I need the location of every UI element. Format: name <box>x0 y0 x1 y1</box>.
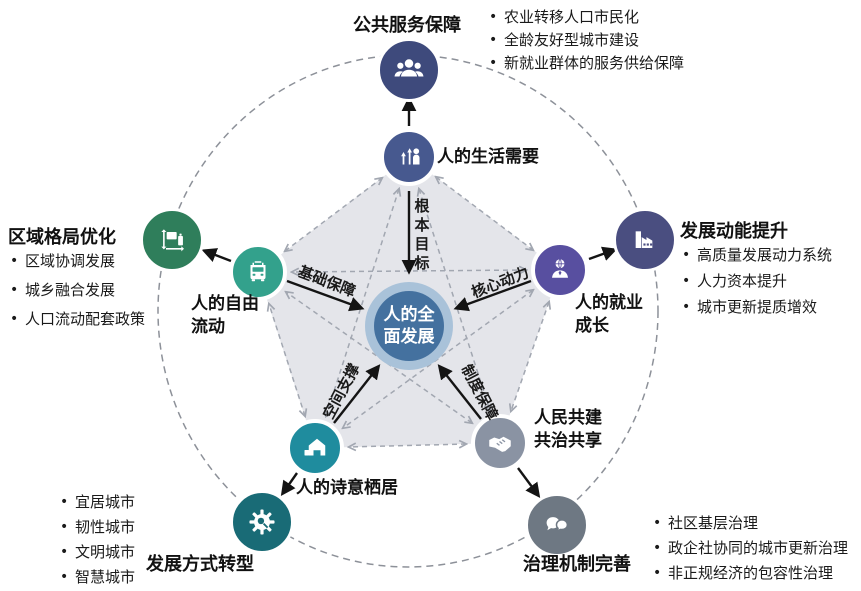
label-life-needs: 人的生活需要 <box>437 147 539 167</box>
house-icon <box>304 438 326 456</box>
bullet-item: 人力资本提升 <box>680 268 832 294</box>
arrow-label-root-goal: 根本目标 <box>414 197 430 272</box>
arrow-dwelling-to-transform <box>280 472 298 497</box>
bullets-regional-pattern: 区域协调发展 城乡融合发展 人口流动配套政策 <box>8 247 145 334</box>
label-poetic-dwelling: 人的诗意栖居 <box>296 478 398 498</box>
node-life-needs <box>380 128 438 186</box>
bullet-item: 韧性城市 <box>58 515 135 540</box>
person-chart-icon <box>401 148 420 165</box>
bullet-item: 智慧城市 <box>58 565 135 590</box>
bullets-development-momentum: 高质量发展动力系统 人力资本提升 城市更新提质增效 <box>680 242 832 320</box>
node-poetic-dwelling <box>286 419 344 477</box>
node-public-services <box>377 38 441 102</box>
bullet-item: 人口流动配套政策 <box>8 305 145 334</box>
header-governance-mechanism: 治理机制完善 <box>523 554 631 575</box>
node-co-governance <box>471 414 529 472</box>
employment-person-icon <box>552 258 568 278</box>
bullet-item: 文明城市 <box>58 540 135 565</box>
bullet-item: 非正规经济的包容性治理 <box>651 561 848 586</box>
bullet-item: 区域协调发展 <box>8 247 145 276</box>
header-regional-pattern: 区域格局优化 <box>8 227 116 248</box>
dashed-diagonal <box>419 189 490 411</box>
node-development-momentum <box>613 208 677 272</box>
node-governance-mechanism <box>525 493 589 557</box>
bullet-item: 新就业群体的服务供给保障 <box>487 52 684 75</box>
label-free-movement: 人的自由流动 <box>191 294 259 338</box>
center-node-ring: 人的全面发展 <box>365 282 453 370</box>
bullet-item: 农业转移人口市民化 <box>487 6 684 29</box>
header-development-momentum: 发展动能提升 <box>680 221 788 242</box>
dashed-edge <box>349 444 466 447</box>
node-regional-pattern <box>140 208 204 272</box>
label-employment-growth: 人的就业成长 <box>575 293 643 337</box>
handshake-icon <box>489 436 511 452</box>
arrow-governance-to-center <box>437 364 482 420</box>
header-development-transform: 发展方式转型 <box>146 554 254 575</box>
bullet-item: 全龄友好型城市建设 <box>487 29 684 52</box>
dashed-diagonal <box>286 292 472 423</box>
factory-icon <box>635 231 653 248</box>
bullet-item: 高质量发展动力系统 <box>680 242 832 268</box>
bus-icon <box>250 261 266 282</box>
crowd-icon <box>394 59 424 77</box>
center-node-label: 人的全面发展 <box>383 304 435 347</box>
gear-icon <box>249 509 275 535</box>
node-employment-growth <box>531 241 589 299</box>
arrow-employment-to-momentum <box>588 246 618 261</box>
cart-icon <box>161 229 184 252</box>
header-public-services: 公共服务保障 <box>353 15 461 36</box>
arrow-governance-to-mechanism <box>517 467 541 498</box>
bullet-item: 城乡融合发展 <box>8 276 145 305</box>
bullet-item: 宜居城市 <box>58 490 135 515</box>
node-development-transform <box>230 490 294 554</box>
label-co-governance: 人民共建共治共享 <box>534 408 602 452</box>
bullets-development-transform: 宜居城市 韧性城市 文明城市 智慧城市 <box>58 490 135 590</box>
arrow-dwelling-to-center <box>333 364 381 424</box>
bullet-item: 城市更新提质增效 <box>680 294 832 320</box>
arrow-movement-to-regional <box>201 248 232 263</box>
arrow-employment-to-center <box>453 279 532 312</box>
node-free-movement <box>229 243 287 301</box>
bullets-public-services: 农业转移人口市民化 全龄友好型城市建设 新就业群体的服务供给保障 <box>487 6 684 75</box>
bullet-item: 政企社协同的城市更新治理 <box>651 536 848 561</box>
center-node: 人的全面发展 <box>374 291 444 361</box>
chat-bubbles-icon <box>546 517 569 533</box>
bullets-governance-mechanism: 社区基层治理 政企社协同的城市更新治理 非正规经济的包容性治理 <box>651 511 848 586</box>
arrow-movement-to-center <box>286 279 365 312</box>
bullet-item: 社区基层治理 <box>651 511 848 536</box>
